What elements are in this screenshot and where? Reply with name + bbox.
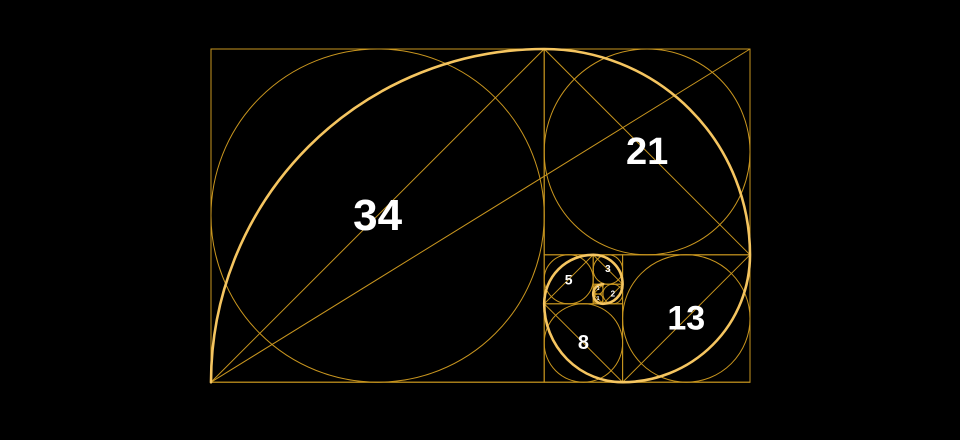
- square-label: 2: [611, 290, 616, 299]
- square-label: 8: [578, 332, 589, 354]
- main-diagonal: [210, 48, 751, 383]
- square-diagonal: [543, 303, 623, 383]
- square-label: 13: [667, 300, 705, 338]
- square-diagonal: [622, 254, 751, 383]
- square-label: 5: [565, 271, 573, 287]
- square-diagonal: [210, 48, 545, 383]
- square-diagonal: [592, 254, 623, 285]
- golden-spiral: [209, 47, 752, 384]
- square-label: 34: [353, 191, 402, 240]
- outer-rectangle: [210, 48, 751, 383]
- square-diagonal: [592, 283, 604, 295]
- square-label: 3: [605, 264, 611, 275]
- square-label: 1: [597, 286, 600, 292]
- square-label: 1: [597, 296, 600, 302]
- square-diagonal: [602, 283, 623, 305]
- square-diagonal: [543, 48, 751, 256]
- square-label: 21: [626, 131, 668, 173]
- square-diagonal: [543, 254, 594, 305]
- square-diagonal: [592, 293, 604, 305]
- construction-lines: [210, 48, 751, 383]
